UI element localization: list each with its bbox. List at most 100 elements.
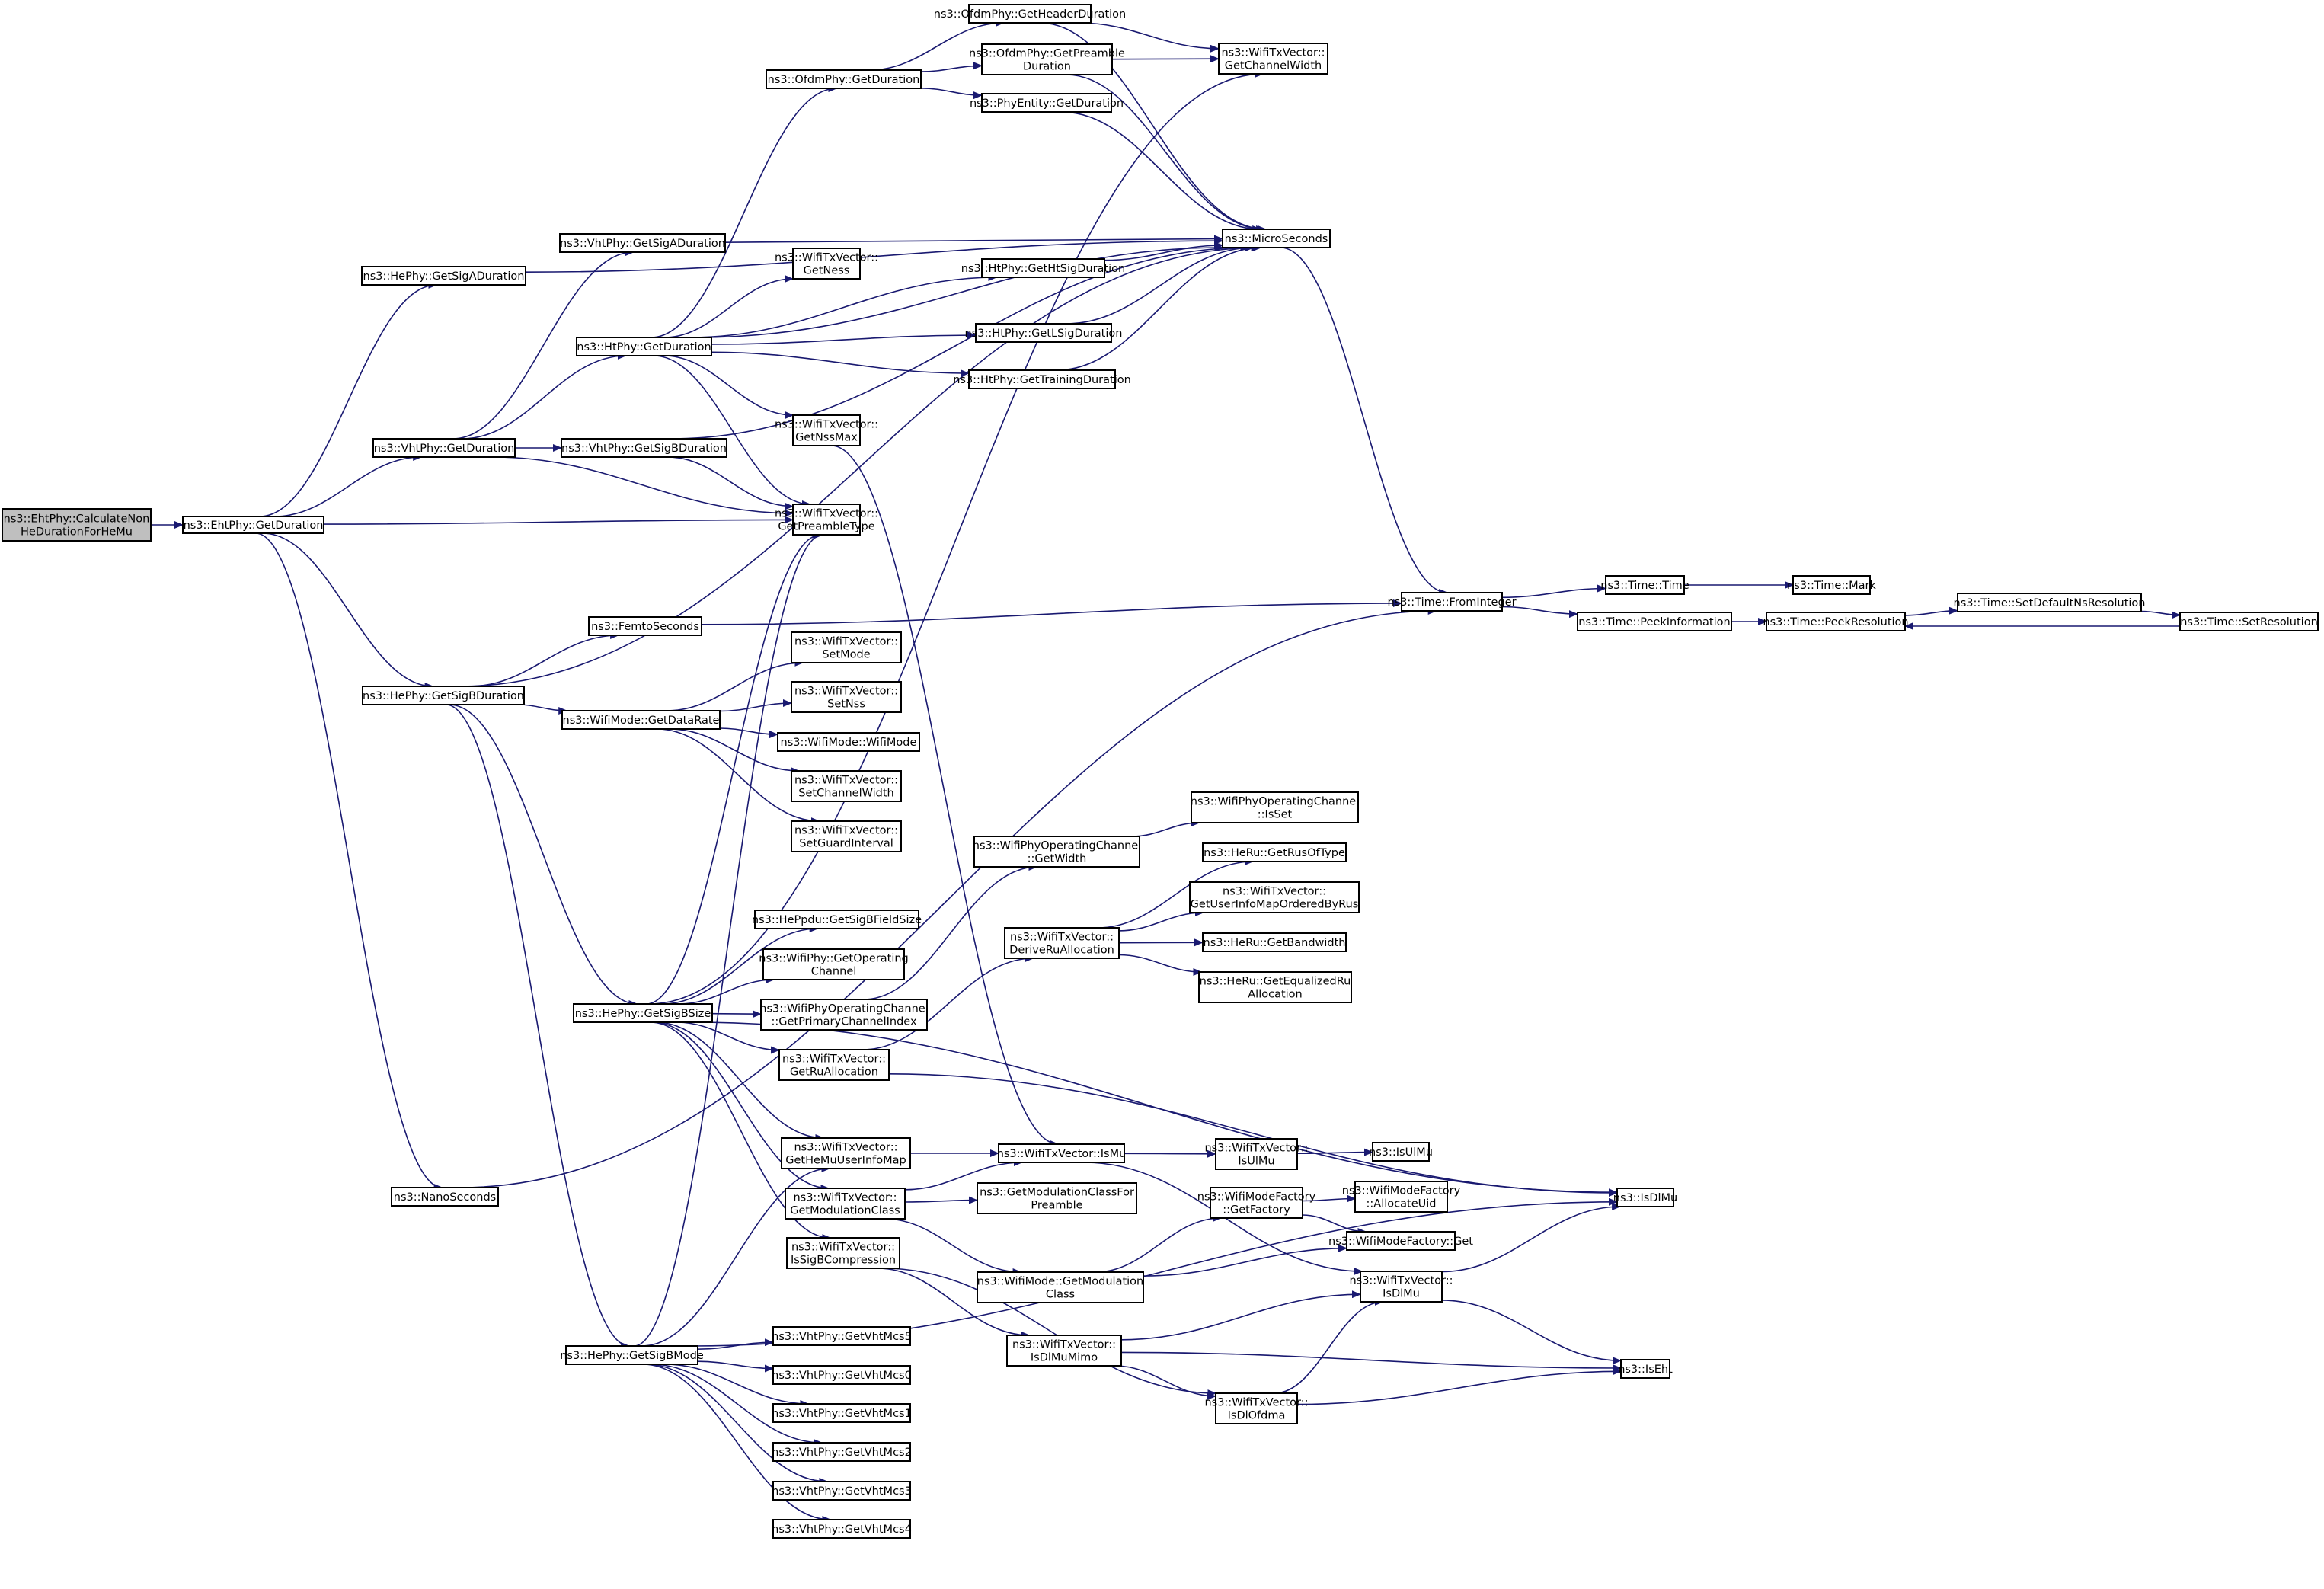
node-time-time[interactable]: ns3::Time::Time [1600, 575, 1689, 595]
node-ht-gettrainingduration[interactable]: ns3::HtPhy::GetTrainingDuration [953, 369, 1131, 389]
node-box[interactable] [362, 686, 525, 705]
node-ofdm-getheaderduration[interactable]: ns3::OfdmPhy::GetHeaderDuration [934, 4, 1126, 24]
node-box[interactable] [981, 258, 1105, 278]
node-iseht[interactable]: ns3::IsEht [1618, 1359, 1673, 1379]
node-heru-getbandwidth[interactable]: ns3::HeRu::GetBandwidth [1202, 932, 1347, 952]
node-box[interactable] [1222, 229, 1331, 248]
node-opch-isset[interactable]: ns3::WifiPhyOperatingChannel::IsSet [1191, 791, 1359, 823]
node-box[interactable] [1215, 1138, 1298, 1170]
node-txv-setnss[interactable]: ns3::WifiTxVector::SetNss [791, 681, 902, 713]
node-box[interactable] [1202, 932, 1347, 952]
node-box[interactable] [1346, 1231, 1456, 1251]
node-wifimode-getdatarate[interactable]: ns3::WifiMode::GetDataRate [561, 710, 721, 730]
node-he-getsigaduration[interactable]: ns3::HePhy::GetSigADuration [361, 266, 526, 286]
node-box[interactable] [1360, 1271, 1443, 1303]
node-box[interactable] [968, 4, 1092, 24]
node-box[interactable] [791, 631, 902, 663]
node-box[interactable] [760, 999, 928, 1031]
node-box[interactable] [1006, 1335, 1122, 1367]
node-wifimodefactory-allocateuid[interactable]: ns3::WifiModeFactory::AllocateUid [1342, 1181, 1461, 1213]
node-wifimodefactory-get[interactable]: ns3::WifiModeFactory::Get [1328, 1231, 1473, 1251]
node-txv-getness[interactable]: ns3::WifiTxVector::GetNess [775, 248, 878, 280]
node-box[interactable] [1957, 593, 2142, 612]
node-box[interactable] [981, 93, 1112, 113]
node-vht-getduration[interactable]: ns3::VhtPhy::GetDuration [372, 438, 516, 458]
node-txv-ismu[interactable]: ns3::WifiTxVector::IsMu [997, 1143, 1127, 1163]
node-box[interactable] [2179, 612, 2319, 631]
node-eht-getduration[interactable]: ns3::EhtPhy::GetDuration [182, 516, 324, 534]
node-box[interactable] [1215, 1392, 1298, 1424]
node-box[interactable] [1605, 575, 1685, 595]
node-time-setresolution[interactable]: ns3::Time::SetResolution [2179, 612, 2319, 631]
node-txv-isdlofdma[interactable]: ns3::WifiTxVector::IsDlOfdma [1204, 1392, 1309, 1424]
node-isdlmu[interactable]: ns3::IsDlMu [1613, 1188, 1677, 1207]
node-box[interactable] [975, 323, 1112, 343]
node-box[interactable] [1189, 881, 1360, 913]
node-vht-getvhtmcs0[interactable]: ns3::VhtPhy::GetVhtMcs0 [772, 1365, 912, 1385]
node-box[interactable] [391, 1187, 499, 1207]
node-box[interactable] [588, 616, 702, 636]
node-vht-getvhtmcs2[interactable]: ns3::VhtPhy::GetVhtMcs2 [772, 1442, 912, 1462]
node-box[interactable] [754, 910, 919, 929]
node-box[interactable] [792, 248, 861, 280]
node-txv-deriveruallocation[interactable]: ns3::WifiTxVector::DeriveRuAllocation [1004, 927, 1120, 959]
node-box[interactable] [1004, 927, 1120, 959]
node-txv-getchannelwidth[interactable]: ns3::WifiTxVector::GetChannelWidth [1218, 43, 1328, 75]
node-box[interactable] [781, 1137, 911, 1169]
node-femtoseconds[interactable]: ns3::FemtoSeconds [588, 616, 702, 636]
node-time-frominteger[interactable]: ns3::Time::FromInteger [1387, 592, 1517, 612]
node-txv-getpreambletype[interactable]: ns3::WifiTxVector::GetPreambleType [775, 504, 878, 536]
node-box[interactable] [576, 337, 712, 356]
node-box[interactable] [772, 1442, 911, 1462]
node-box[interactable] [1210, 1187, 1303, 1219]
node-box[interactable] [772, 1403, 911, 1423]
node-vht-getvhtmcs3[interactable]: ns3::VhtPhy::GetVhtMcs3 [772, 1481, 912, 1501]
node-root[interactable]: ns3::EhtPhy::CalculateNonHeDurationForHe… [2, 508, 152, 542]
node-txv-isdlmu[interactable]: ns3::WifiTxVector::IsDlMu [1349, 1271, 1453, 1303]
node-box[interactable] [561, 710, 721, 730]
node-box[interactable] [791, 820, 902, 852]
node-ofdm-getduration[interactable]: ns3::OfdmPhy::GetDuration [766, 69, 922, 89]
node-box[interactable] [792, 414, 861, 446]
node-txv-getuserinfomaporderedbyrus[interactable]: ns3::WifiTxVector::GetUserInfoMapOrdered… [1189, 881, 1360, 913]
node-box[interactable] [977, 1182, 1137, 1214]
node-ht-gethtsigduration[interactable]: ns3::HtPhy::GetHtSigDuration [961, 258, 1125, 278]
node-txv-setchannelwidth[interactable]: ns3::WifiTxVector::SetChannelWidth [791, 770, 902, 802]
node-box[interactable] [777, 732, 920, 752]
node-box[interactable] [973, 836, 1140, 868]
node-isulmu[interactable]: ns3::IsUlMu [1369, 1142, 1433, 1162]
node-box[interactable] [772, 1365, 911, 1385]
node-txv-isdlmumimo[interactable]: ns3::WifiTxVector::IsDlMuMimo [1006, 1335, 1122, 1367]
node-ht-getlsigduration[interactable]: ns3::HtPhy::GetLSigDuration [965, 323, 1123, 343]
node-txv-getnssmax[interactable]: ns3::WifiTxVector::GetNssMax [775, 414, 878, 446]
node-he-getsigbduration[interactable]: ns3::HePhy::GetSigBDuration [362, 686, 525, 705]
node-microseconds[interactable]: ns3::MicroSeconds [1222, 229, 1331, 248]
node-nanoseconds[interactable]: ns3::NanoSeconds [391, 1187, 499, 1207]
node-box[interactable] [573, 1003, 713, 1023]
node-he-getsigbmode[interactable]: ns3::HePhy::GetSigBMode [560, 1345, 704, 1365]
node-box[interactable] [1792, 575, 1871, 595]
node-box[interactable] [1577, 612, 1732, 631]
node-vht-getsigaduration[interactable]: ns3::VhtPhy::GetSigADuration [559, 233, 726, 253]
node-txv-isulmu[interactable]: ns3::WifiTxVector::IsUlMu [1204, 1138, 1309, 1170]
node-box[interactable] [791, 681, 902, 713]
node-txv-gethemuuserinfomap[interactable]: ns3::WifiTxVector::GetHeMuUserInfoMap [781, 1137, 911, 1169]
node-txv-getmodulationclass[interactable]: ns3::WifiTxVector::GetModulationClass [785, 1188, 906, 1220]
node-box[interactable] [1401, 592, 1503, 612]
node-box[interactable] [1372, 1142, 1430, 1162]
node-box[interactable] [791, 770, 902, 802]
node-phyentity-getduration[interactable]: ns3::PhyEntity::GetDuration [970, 93, 1124, 113]
node-box[interactable] [561, 438, 727, 458]
node-vht-getvhtmcs1[interactable]: ns3::VhtPhy::GetVhtMcs1 [772, 1403, 912, 1423]
node-he-getsigbsize[interactable]: ns3::HePhy::GetSigBSize [573, 1003, 713, 1023]
node-txv-setguardinterval[interactable]: ns3::WifiTxVector::SetGuardInterval [791, 820, 902, 852]
node-time-mark[interactable]: ns3::Time::Mark [1787, 575, 1876, 595]
node-box[interactable] [182, 516, 324, 534]
node-ht-getduration[interactable]: ns3::HtPhy::GetDuration [576, 337, 712, 356]
node-box[interactable] [1766, 612, 1906, 631]
node-opch-getprimarychannelindex[interactable]: ns3::WifiPhyOperatingChannel::GetPrimary… [759, 999, 929, 1031]
